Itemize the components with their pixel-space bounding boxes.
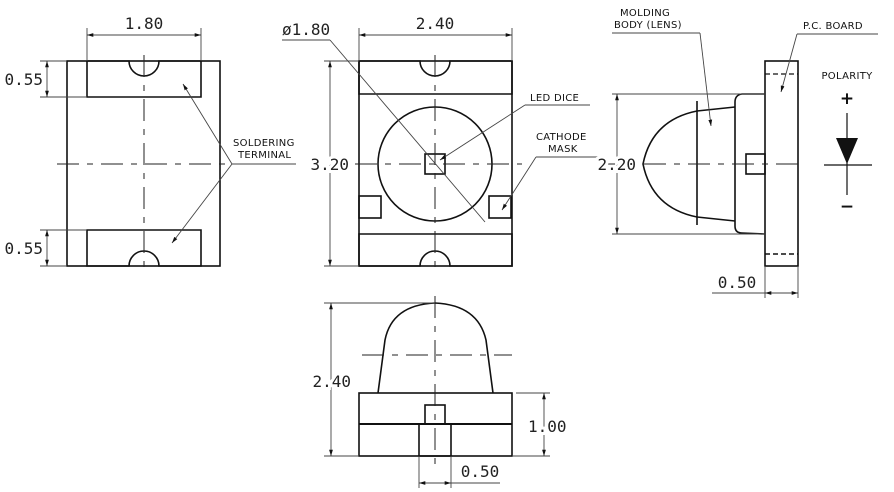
label-mask: MASK (548, 144, 578, 155)
diode-symbol-icon (824, 113, 872, 195)
polarity-plus: + (840, 89, 854, 109)
label-led-dice: LED DICE (530, 93, 579, 104)
dim-height-3-20: 3.20 (310, 155, 349, 174)
dim-front-height-2-40: 2.40 (312, 372, 351, 391)
bottom-view: 1.80 0.55 0.55 SOLDERING TERMINAL (4, 14, 296, 272)
dim-width-1-80: 1.80 (125, 14, 164, 33)
dim-pcb-0-50: 0.50 (718, 273, 757, 292)
label-body-lens: BODY (LENS) (614, 20, 682, 31)
lens-dome (642, 106, 736, 222)
dim-pad-bottom-0-55: 0.55 (4, 239, 43, 258)
front-view: 2.40 1.00 0.50 (309, 296, 570, 488)
cathode-mask-right (488, 195, 512, 219)
dim-pad-top-0-55: 0.55 (4, 70, 43, 89)
dim-width-2-40: 2.40 (416, 14, 455, 33)
solder-pad-bottom (86, 229, 202, 267)
label-soldering: SOLDERING (233, 138, 295, 149)
top-view: 2.40 3.20 ø1.80 LED DICE CATHODE MASK (282, 14, 598, 272)
solder-pad-top (86, 60, 202, 98)
side-view: 2.20 0.50 MOLDING BODY (LENS) P.C. BOARD… (594, 8, 878, 298)
label-pc-board: P.C. BOARD (803, 21, 863, 32)
label-cathode: CATHODE (536, 132, 587, 143)
dim-terminal-0-50: 0.50 (461, 462, 500, 481)
label-molding: MOLDING (620, 8, 670, 19)
label-terminal: TERMINAL (237, 150, 291, 161)
dim-side-height-2-20: 2.20 (597, 155, 636, 174)
cathode-mask-left (358, 195, 382, 219)
label-polarity: POLARITY (821, 71, 873, 82)
polarity-minus: − (840, 197, 854, 217)
dim-base-1-00: 1.00 (528, 417, 567, 436)
dim-lens-diameter: ø1.80 (282, 20, 330, 39)
